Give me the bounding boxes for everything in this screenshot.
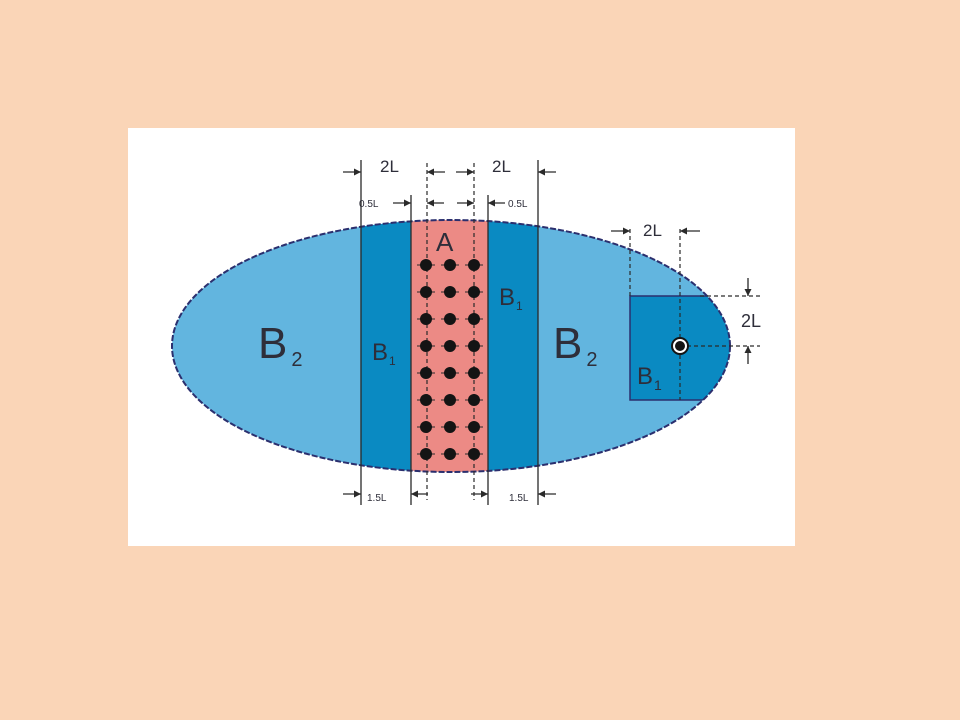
well-grid <box>417 259 483 460</box>
dim-label-well-width-2l: 2L <box>643 221 662 240</box>
inner-zone-right-b1 <box>488 220 538 472</box>
wellfield-protection-diagram: B2 B2 B1 B1 A B1 2L 2L 0.5L 0.5L 1.5L 1.… <box>171 157 762 505</box>
well-dot <box>420 286 432 298</box>
well-dot <box>420 394 432 406</box>
single-well-dot <box>675 341 685 351</box>
well-dot <box>420 367 432 379</box>
dim-label-right-0-5l: 0.5L <box>508 199 528 210</box>
label-inner-left-b1: B1 <box>372 339 396 368</box>
well-dot <box>468 421 480 433</box>
well-dot <box>444 367 456 379</box>
well-dot <box>420 313 432 325</box>
well-dot <box>444 448 456 460</box>
well-dot <box>468 340 480 352</box>
label-single-well-b1: B1 <box>637 363 662 393</box>
well-dot <box>420 421 432 433</box>
well-dot <box>468 259 480 271</box>
well-dot <box>444 340 456 352</box>
well-dot <box>444 313 456 325</box>
well-dot <box>444 421 456 433</box>
well-dot <box>468 313 480 325</box>
well-dot <box>444 259 456 271</box>
well-dot <box>420 448 432 460</box>
well-dot <box>444 286 456 298</box>
well-dot <box>420 259 432 271</box>
well-dot <box>468 394 480 406</box>
well-dot <box>468 448 480 460</box>
dim-label-left-2l: 2L <box>380 157 399 176</box>
dim-label-well-height-2l: 2L <box>741 311 761 331</box>
well-dot <box>420 340 432 352</box>
well-dot <box>444 394 456 406</box>
label-core-a: A <box>436 227 454 257</box>
label-inner-right-b1: B1 <box>499 284 523 313</box>
inner-zone-left-b1 <box>361 220 411 472</box>
well-dot <box>468 286 480 298</box>
dim-label-right-1-5l: 1.5L <box>509 493 529 504</box>
dim-label-right-2l: 2L <box>492 157 511 176</box>
dim-label-left-0-5l: 0.5L <box>359 199 379 210</box>
dim-label-left-1-5l: 1.5L <box>367 493 387 504</box>
well-dot <box>468 367 480 379</box>
